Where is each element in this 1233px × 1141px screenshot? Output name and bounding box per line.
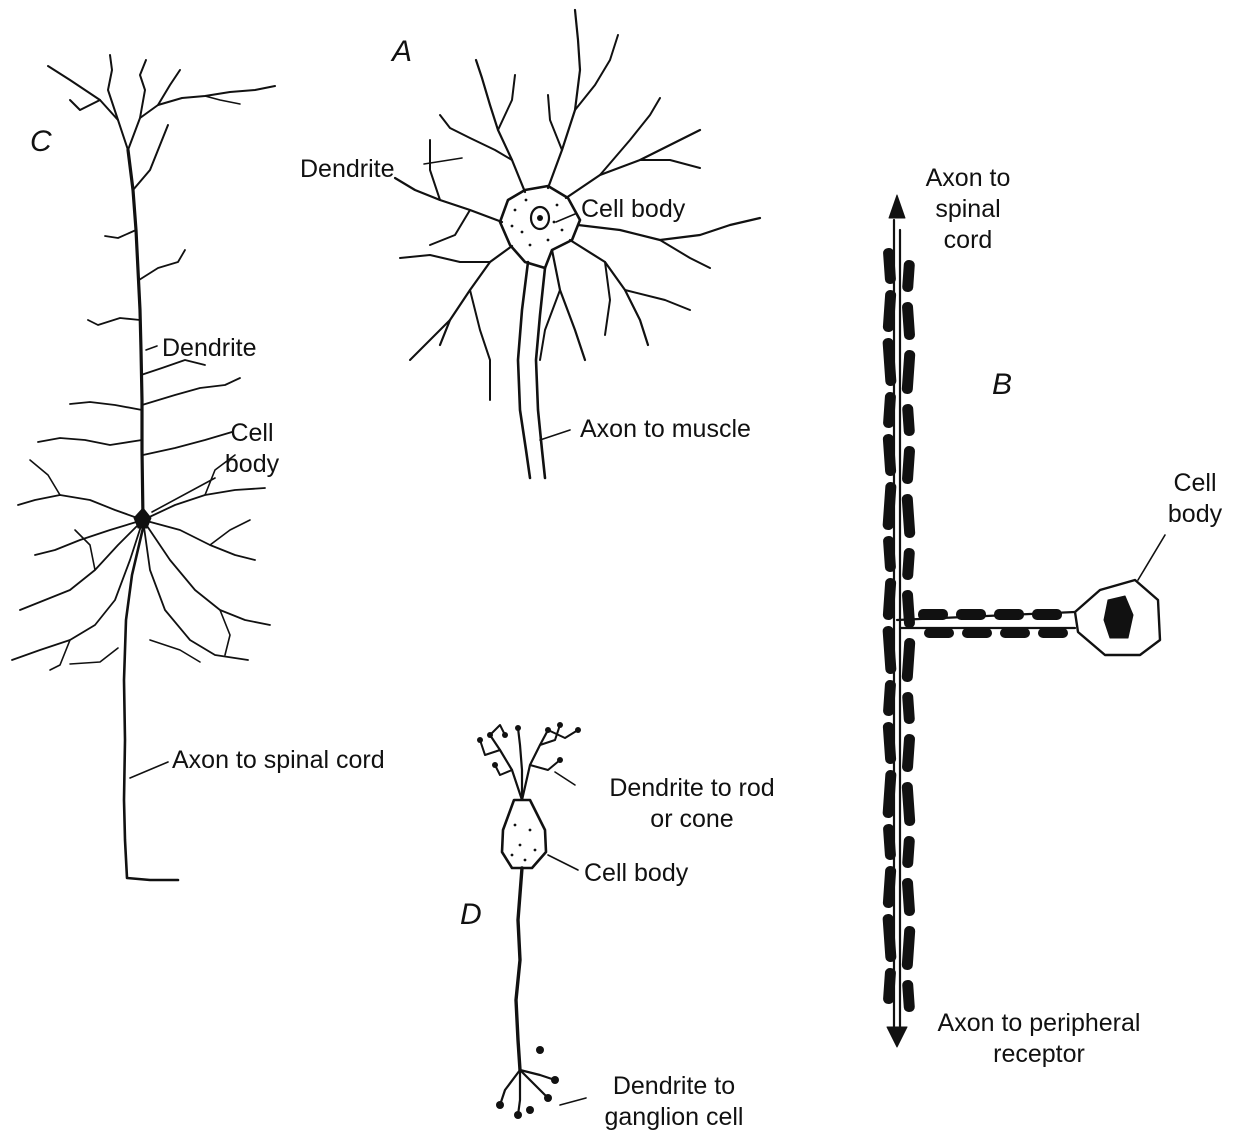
neuron-c-cell-body-line-1: Cell xyxy=(230,419,274,447)
neuron-d-soma xyxy=(500,798,548,870)
myelin-segment xyxy=(882,770,897,818)
neuron-d-dendrite-top-line-2: or cone xyxy=(650,805,734,833)
myelin-segment xyxy=(956,609,986,620)
neuron-b-axon-up-label: Axon to spinal cord xyxy=(908,163,1028,256)
myelin-segment xyxy=(902,589,915,629)
neuron-d-drawing xyxy=(477,722,587,1119)
panel-letter-c: C xyxy=(30,125,52,158)
myelin-segment xyxy=(901,638,916,682)
myelin-segment xyxy=(901,782,916,826)
myelin-segment xyxy=(883,967,896,1005)
neuron-b-axon-down-line-2: receptor xyxy=(993,1040,1085,1068)
myelin-segment xyxy=(902,877,915,917)
myelin-segment xyxy=(962,628,992,638)
myelin-segment xyxy=(924,628,954,638)
myelin-segment xyxy=(883,391,896,429)
myelin-segment xyxy=(1000,628,1030,638)
neuron-d-dendrite-bottom-line-1: Dendrite to xyxy=(612,1072,736,1100)
panel-letter-d: D xyxy=(460,898,482,931)
neuron-b-cell-body-line-1: Cell xyxy=(1173,469,1217,497)
myelin-segment xyxy=(882,290,897,332)
myelin-segment xyxy=(883,823,896,861)
myelin-segment xyxy=(918,609,948,620)
neuron-b-drawing xyxy=(882,194,1166,1048)
myelin-segment xyxy=(902,835,915,869)
myelin-segment xyxy=(902,691,915,725)
neuron-a-axon xyxy=(516,260,532,480)
neuron-c-soma xyxy=(133,507,152,529)
myelin-segment xyxy=(1038,628,1068,638)
neuron-a-cell-body-label: Cell body xyxy=(581,195,686,223)
neuron-d-dendrite-top-line-1: Dendrite to rod xyxy=(609,774,775,802)
myelin-segment xyxy=(883,535,896,573)
panel-letter-b: B xyxy=(992,368,1013,401)
neuron-a-stipple xyxy=(510,198,564,247)
myelin-segment xyxy=(1032,609,1062,620)
myelin-segment xyxy=(882,866,897,908)
myelin-segment xyxy=(901,494,916,538)
neuron-b-cell-body-label: Cell body xyxy=(1160,468,1230,530)
neuron-c-dendrite-label: Dendrite xyxy=(162,334,257,362)
neuron-c-cell-body-line-2: body xyxy=(224,450,280,478)
neuron-d-cell-body-label: Cell body xyxy=(584,859,689,887)
neuron-c-axon-label: Axon to spinal cord xyxy=(172,746,385,774)
myelin-segment xyxy=(902,259,915,293)
panel-letter-a: A xyxy=(392,35,413,68)
myelin-segment xyxy=(882,338,897,386)
myelin-segment xyxy=(882,626,897,674)
myelin-segment xyxy=(901,926,916,970)
neuron-b-axon-up-line-2: spinal xyxy=(935,195,1001,223)
neuron-b-nucleus xyxy=(1103,595,1134,639)
neuron-c-cell-body-label: Cell body xyxy=(212,418,292,480)
myelin-segment xyxy=(902,301,915,341)
myelin-segment xyxy=(882,722,897,764)
neuron-c-drawing xyxy=(11,54,276,882)
myelin-segment xyxy=(883,679,896,717)
arrow-down-icon xyxy=(886,1026,908,1048)
neuron-b-axon-down-label: Axon to peripheral receptor xyxy=(904,1008,1174,1070)
neuron-b-axon-up-line-1: Axon to xyxy=(925,164,1011,192)
neuron-d-axon xyxy=(514,866,524,1072)
myelin-segment xyxy=(902,547,915,581)
neuron-b-axon-down-line-1: Axon to peripheral xyxy=(937,1009,1141,1037)
neuron-d-dendrite-bottom-line-2: ganglion cell xyxy=(604,1103,744,1131)
myelin-segment xyxy=(902,733,915,773)
neuron-a-drawing xyxy=(393,8,762,480)
myelin-segment xyxy=(902,979,915,1013)
neuron-b-cell-body-line-2: body xyxy=(1167,500,1223,528)
myelin-segment xyxy=(994,609,1024,620)
neuron-a-dendrite-label: Dendrite xyxy=(300,155,395,183)
myelin-segment xyxy=(882,482,897,530)
neuron-c-apical-dendrite xyxy=(126,148,145,522)
arrow-up-icon xyxy=(888,194,906,219)
neuron-d-dendrite-bottom-label: Dendrite to ganglion cell xyxy=(585,1071,763,1133)
neuron-c-axon xyxy=(122,526,180,882)
myelin-segment xyxy=(902,403,915,437)
myelin-segment xyxy=(901,350,916,394)
neuron-b-axon-up-line-3: cord xyxy=(943,226,993,254)
neuron-a-axon-label: Axon to muscle xyxy=(580,415,751,443)
myelin-segment xyxy=(882,578,897,620)
neuron-d-dendrite-top-label: Dendrite to rod or cone xyxy=(580,773,804,835)
myelin-segment xyxy=(882,914,897,962)
myelin-segment xyxy=(882,434,897,476)
neuron-b-myelin xyxy=(882,247,1068,1013)
myelin-segment xyxy=(902,445,915,485)
myelin-segment xyxy=(883,247,896,285)
